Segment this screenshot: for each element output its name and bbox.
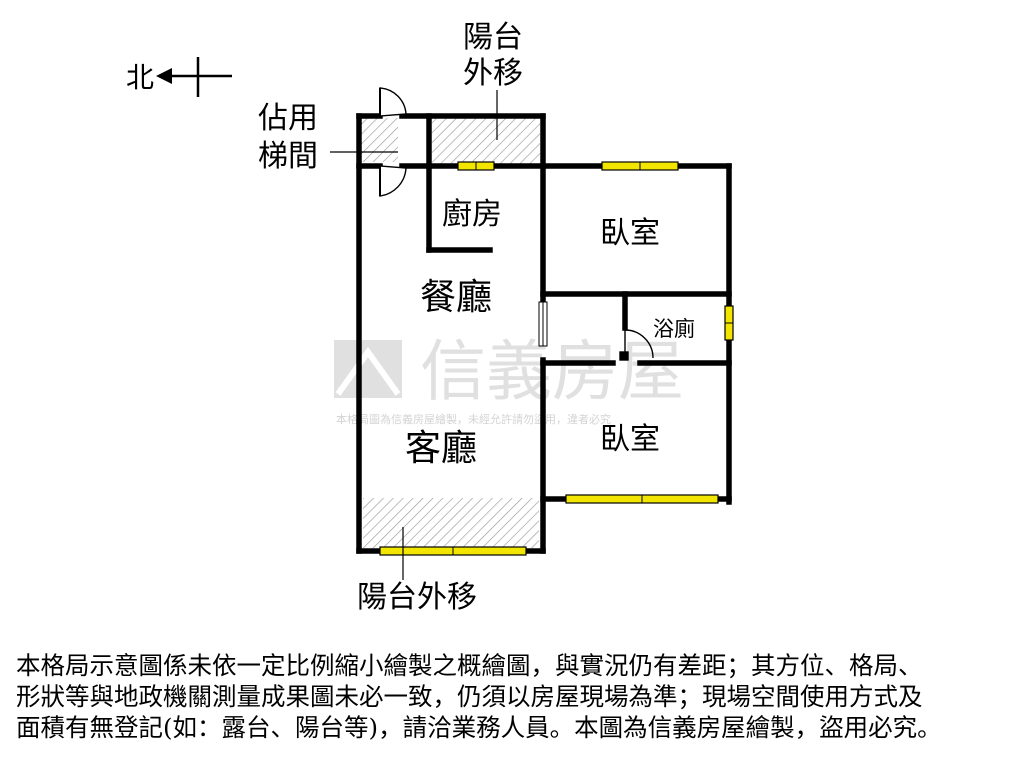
- label-occupied-stair-line2: 梯間: [258, 139, 318, 174]
- balcony-top-hatch: [432, 118, 540, 166]
- sliding-door: [538, 301, 548, 347]
- watermark: 信義房屋 本格局圖為信義房屋繪製，未經允許請勿盜用，違者必究: [334, 333, 684, 426]
- disclaimer-line-2: 形狀等與地政機關測量成果圖未必一致，仍須以房屋現場為準；現場空間使用方式及: [16, 682, 923, 711]
- floor-plan: 信義房屋 本格局圖為信義房屋繪製，未經允許請勿盜用，違者必究: [126, 20, 734, 615]
- watermark-logo-icon: [334, 340, 402, 398]
- disclaimer: 本格局示意圖係未依一定比例縮小繪製之概繪圖，與實況仍有差距；其方位、格局、 形狀…: [16, 650, 1016, 743]
- label-balcony-top-line2: 外移: [463, 56, 523, 91]
- watermark-notice: 本格局圖為信義房屋繪製，未經允許請勿盜用，違者必究: [336, 412, 611, 426]
- label-bathroom: 浴廁: [653, 317, 695, 341]
- label-kitchen: 廚房: [442, 197, 502, 232]
- label-bedroom-top: 臥室: [600, 216, 660, 251]
- stair-door-icon: [379, 87, 407, 197]
- balcony-bottom-hatch: [363, 498, 539, 548]
- label-balcony-bottom: 陽台外移: [357, 580, 477, 615]
- window-mullions: [452, 162, 733, 555]
- label-balcony-top-line1: 陽台: [463, 20, 523, 55]
- leader-lines: [330, 90, 498, 580]
- bathroom-door-icon: [619, 329, 654, 361]
- disclaimer-line-3: 面積有無登記(如：露台、陽台等)，請洽業務人員。本圖為信義房屋繪製，盜用必究。: [16, 713, 942, 742]
- label-dining: 餐廳: [420, 277, 492, 318]
- north-arrow-icon: [156, 68, 172, 84]
- north-label: 北: [126, 61, 154, 94]
- compass: 北: [126, 57, 232, 97]
- disclaimer-line-1: 本格局示意圖係未依一定比例縮小繪製之概繪圖，與實況仍有差距；其方位、格局、: [16, 651, 923, 680]
- watermark-brand: 信義房屋: [420, 333, 684, 410]
- label-occupied-stair-line1: 佔用: [258, 101, 318, 136]
- label-living: 客廳: [405, 428, 477, 469]
- label-bedroom-bottom: 臥室: [600, 422, 660, 457]
- stair-hatch: [361, 118, 398, 162]
